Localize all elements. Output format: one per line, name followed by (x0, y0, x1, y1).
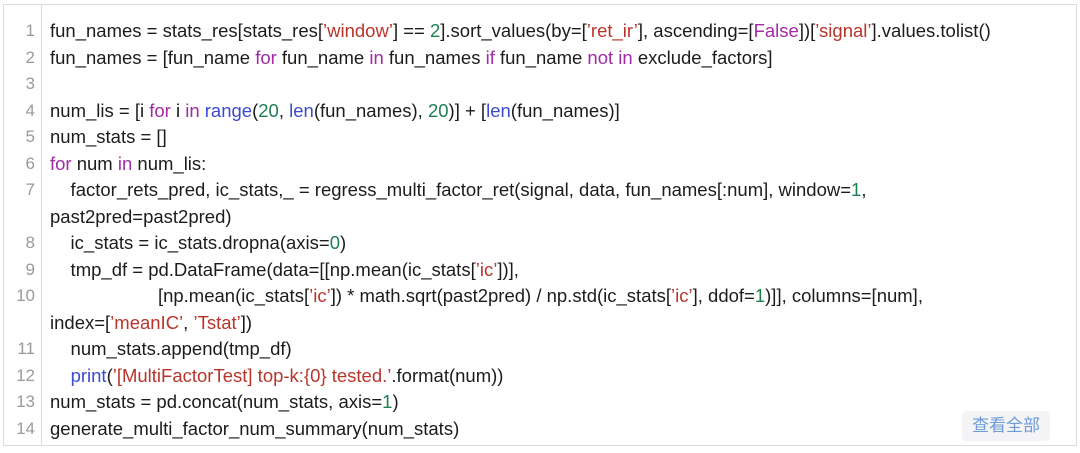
code-line: 4 num_lis = [i for i in range(20, len(fun… (4, 98, 1076, 125)
view-all-button[interactable]: 查看全部 (962, 411, 1050, 441)
code-line: 14 generate_multi_factor_num_summary(num_… (4, 416, 1076, 443)
code-line: 11 num_stats.append(tmp_df) (4, 336, 1076, 363)
line-number: 1 (25, 21, 35, 41)
line-number: 12 (16, 365, 35, 385)
line-number: 7 (25, 180, 35, 200)
line-number: 3 (25, 74, 35, 94)
line-number: 10 (16, 286, 35, 306)
code-text: print(’[MultiFactorTest] top-k:{0} teste… (70, 364, 504, 386)
code-line: 13 num_stats = pd.concat(num_stats, axis=… (4, 389, 1076, 416)
code-text: num_stats.append(tmp_df) (50, 338, 292, 360)
line-number: 14 (16, 418, 35, 438)
code-text: num_stats = pd.concat(num_stats, axis=1) (50, 391, 399, 413)
line-number: 9 (25, 259, 35, 279)
line-number: 5 (25, 127, 35, 147)
code-block: 1 fun_names = stats_res[stats_res[’window… (3, 4, 1077, 446)
code-line: 6 for num in num_lis: (4, 151, 1076, 178)
line-number: 8 (25, 233, 35, 253)
code-text: generate_multi_factor_num_summary(num_st… (50, 417, 460, 439)
code-line: index=[’meanIC’, ’Tstat’]) (4, 310, 1076, 337)
code-line: past2pred=past2pred) (4, 204, 1076, 231)
line-number: 11 (17, 339, 35, 359)
line-number: 6 (25, 153, 35, 173)
code-line: 12 print(’[MultiFactorTest] top-k:{0} te… (4, 363, 1076, 390)
code-rows: 1 fun_names = stats_res[stats_res[’window… (4, 18, 1076, 442)
gutter-divider (41, 5, 42, 445)
line-number: 4 (25, 100, 35, 120)
code-text: num_lis = [i for i in range(20, len(fun_… (50, 99, 620, 121)
code-line: 10 [np.mean(ic_stats[’ic’]) * math.sqrt(… (4, 283, 1076, 310)
code-text: for num in num_lis: (50, 152, 207, 174)
code-line: 2 fun_names = [fun_name for fun_name in f… (4, 45, 1076, 72)
line-number: 13 (16, 392, 35, 412)
code-text: ic_stats = ic_stats.dropna(axis=0) (50, 232, 347, 254)
code-text: tmp_df = pd.DataFrame(data=[[np.mean(ic_… (50, 258, 519, 280)
code-line: 7 factor_rets_pred, ic_stats,_ = regress… (4, 177, 1076, 204)
code-line: 3 (4, 71, 1076, 98)
code-text: [np.mean(ic_stats[’ic’]) * math.sqrt(pas… (50, 285, 923, 307)
code-text: num_stats = [] (50, 126, 167, 148)
code-line: 5 num_stats = [] (4, 124, 1076, 151)
code-text: past2pred=past2pred) (50, 205, 232, 227)
code-text: fun_names = stats_res[stats_res[’window’… (50, 20, 991, 42)
code-line: 9 tmp_df = pd.DataFrame(data=[[np.mean(i… (4, 257, 1076, 284)
code-text: factor_rets_pred, ic_stats,_ = regress_m… (50, 179, 867, 201)
code-text: index=[’meanIC’, ’Tstat’]) (50, 311, 253, 333)
code-line: 1 fun_names = stats_res[stats_res[’window… (4, 18, 1076, 45)
code-line: 8 ic_stats = ic_stats.dropna(axis=0) (4, 230, 1076, 257)
line-number: 2 (25, 47, 35, 67)
code-text: fun_names = [fun_name for fun_name in fu… (50, 46, 773, 68)
